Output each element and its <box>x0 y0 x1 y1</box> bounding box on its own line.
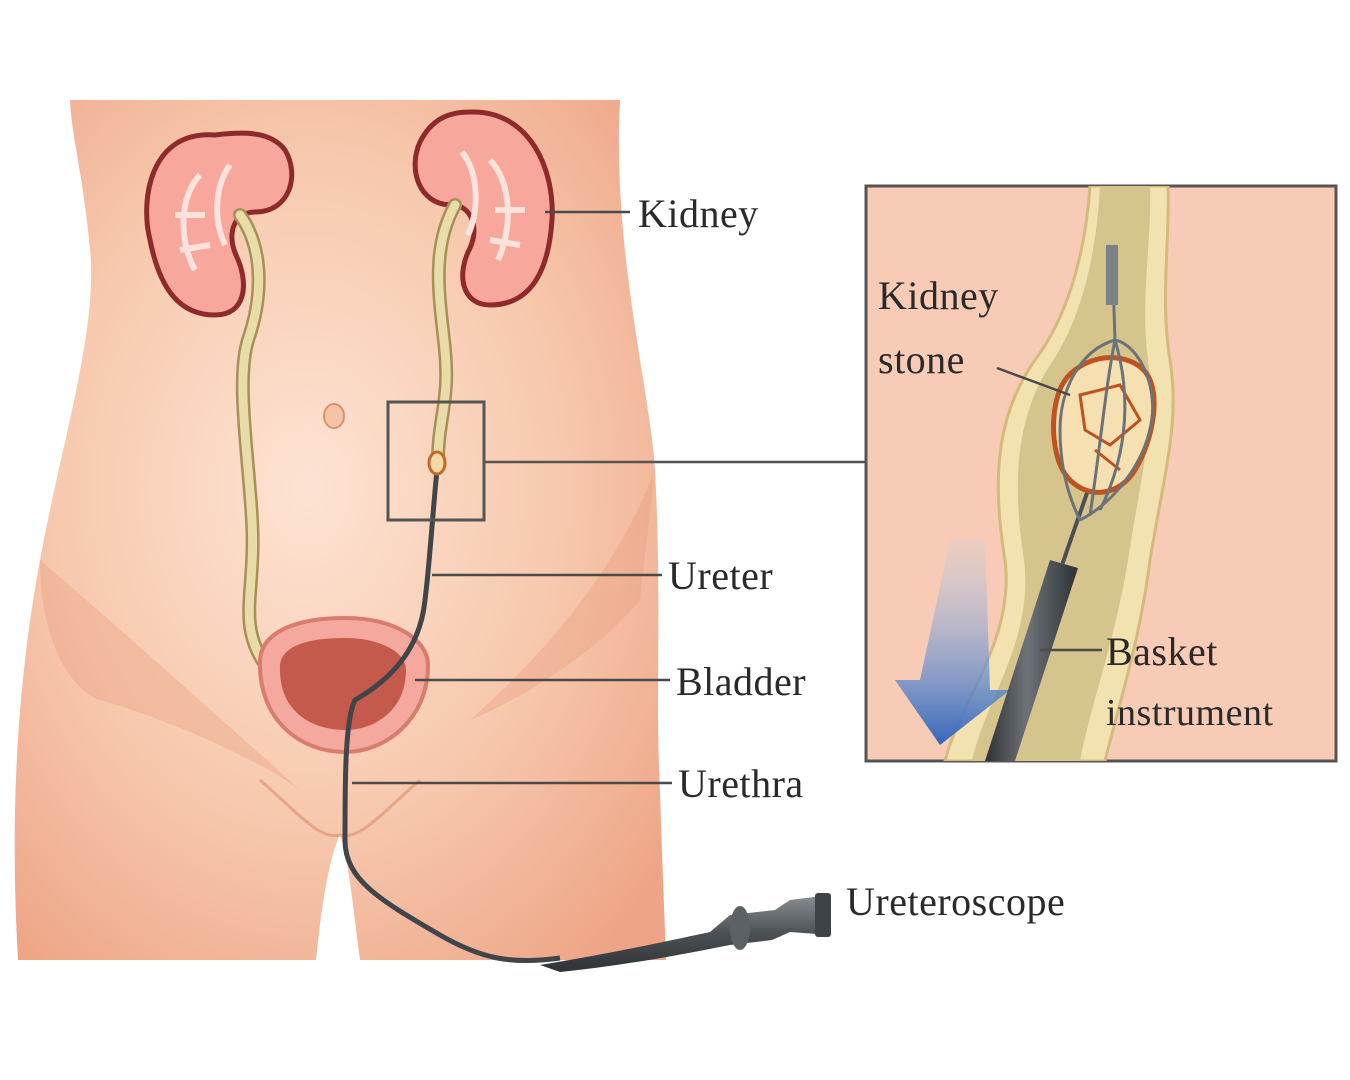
label-kidney-stone-line1: Kidney <box>878 273 999 318</box>
torso <box>14 100 667 960</box>
direction-arrow <box>895 540 1010 745</box>
scope-wire <box>342 469 561 964</box>
right-kidney <box>412 109 555 308</box>
left-kidney <box>144 130 295 318</box>
label-ureter: Ureter <box>668 553 774 598</box>
label-kidney-stone-line2: stone <box>878 337 965 382</box>
label-bladder: Bladder <box>676 659 807 704</box>
ureteroscope-handle <box>540 893 831 972</box>
leader-kidney-stone <box>996 366 1071 397</box>
label-ureteroscope: Ureteroscope <box>846 879 1066 924</box>
label-basket-line1: Basket <box>1106 629 1218 674</box>
navel <box>323 403 345 429</box>
label-basket-line2: instrument <box>1106 692 1274 734</box>
label-urethra: Urethra <box>678 761 804 806</box>
bladder <box>257 615 431 755</box>
label-kidney: Kidney <box>638 191 759 236</box>
inset-panel <box>864 184 1338 763</box>
